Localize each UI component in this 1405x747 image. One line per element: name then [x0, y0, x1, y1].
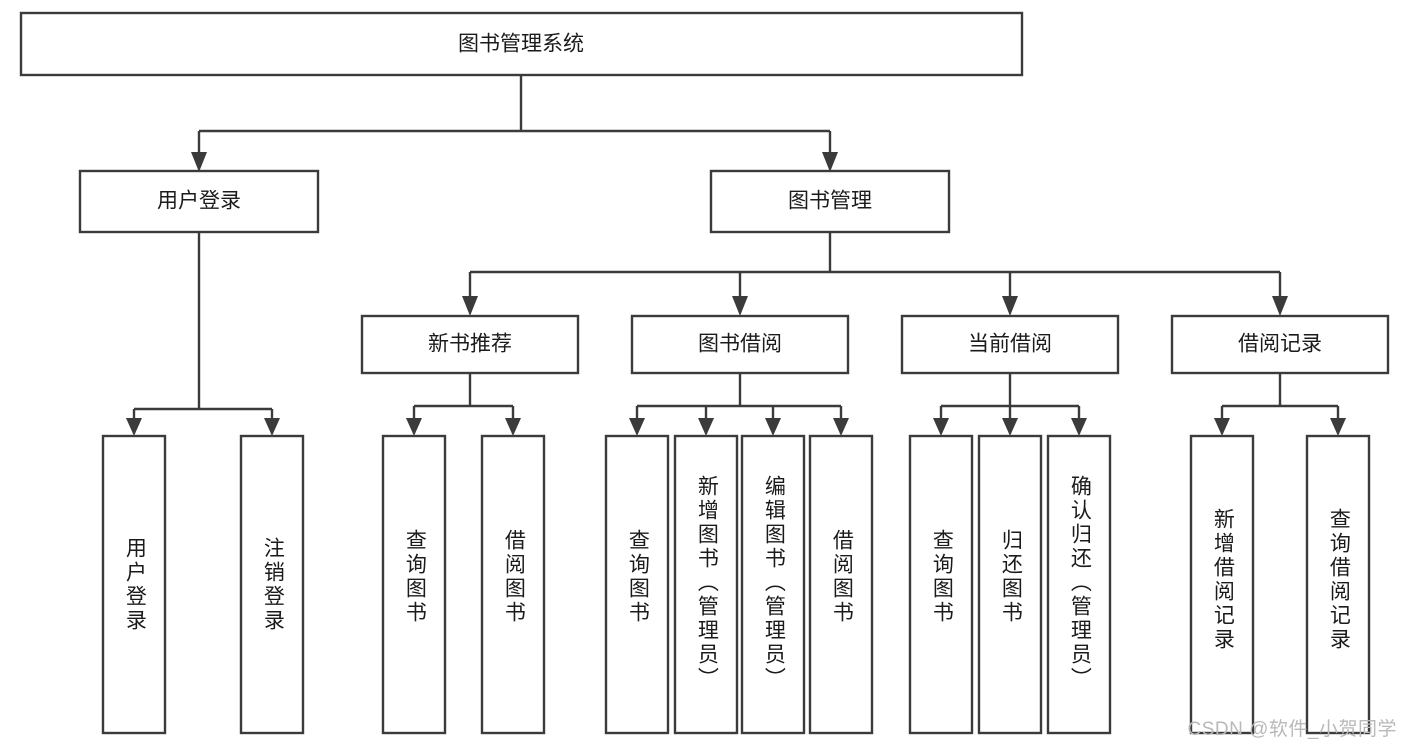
arrow-icon-leaf-return-book — [1002, 418, 1018, 436]
node-new-book-recommend-box[interactable] — [360, 314, 580, 375]
arrow-icon-user-login — [191, 152, 207, 172]
node-book-borrow-label: 图书借阅 — [698, 333, 782, 356]
node-leaf-add-book-box[interactable] — [673, 434, 739, 735]
arrow-icon-leaf-query-book-1 — [406, 418, 422, 436]
arrow-icon-new-book — [462, 296, 478, 316]
node-book-borrow-box[interactable] — [630, 314, 850, 375]
node-current-borrow-box[interactable] — [900, 314, 1120, 375]
node-leaf-edit-book-box[interactable] — [740, 434, 806, 735]
node-current-borrow-label: 当前借阅 — [968, 333, 1052, 356]
node-leaf-query-book-1-box[interactable] — [381, 434, 447, 735]
node-leaf-query-record-box[interactable] — [1305, 434, 1371, 735]
node-leaf-add-record-box[interactable] — [1189, 434, 1255, 735]
node-leaf-user-logout-box[interactable] — [239, 434, 305, 735]
node-leaf-user-login-box[interactable] — [101, 434, 167, 735]
csdn-watermark: CSDN @软件_小贺同学 — [1187, 719, 1397, 740]
arrow-icon-current-borrow — [1002, 296, 1018, 316]
arrow-icon-book-manage — [822, 152, 838, 172]
arrow-icon-leaf-edit-book — [765, 418, 781, 436]
arrow-icon-leaf-confirm-return — [1071, 418, 1087, 436]
node-root-box[interactable] — [19, 11, 1024, 77]
arrow-icon-leaf-user-login — [126, 418, 142, 436]
nodes-layer: 图书管理系统 用户登录 图书管理 新书推荐 图书借阅 当前借阅 借阅记录 — [19, 11, 1390, 735]
arrow-icon-leaf-query-book-2 — [629, 418, 645, 436]
arrow-icon-leaf-add-book — [698, 418, 714, 436]
node-user-login-box[interactable] — [78, 169, 320, 234]
arrow-icon-leaf-query-record — [1330, 418, 1346, 436]
arrow-icon-leaf-borrow-book-1 — [505, 418, 521, 436]
arrow-icon-leaf-user-logout — [264, 418, 280, 436]
node-leaf-return-book-box[interactable] — [977, 434, 1043, 735]
arrowheads-layer — [126, 152, 1346, 436]
node-borrow-record-label: 借阅记录 — [1238, 333, 1322, 356]
node-leaf-confirm-return-box[interactable] — [1046, 434, 1112, 735]
node-user-login-label: 用户登录 — [157, 190, 241, 213]
edges-layer — [132, 76, 1340, 418]
node-leaf-borrow-book-1-box[interactable] — [480, 434, 546, 735]
node-leaf-borrow-book-2-box[interactable] — [808, 434, 874, 735]
arrow-icon-leaf-query-book-3 — [933, 418, 949, 436]
arrow-icon-borrow-record — [1272, 296, 1288, 316]
arrow-icon-leaf-add-record — [1214, 418, 1230, 436]
node-leaf-query-book-2-box[interactable] — [604, 434, 670, 735]
node-book-manage-label: 图书管理 — [788, 190, 872, 213]
node-leaf-query-book-3-box[interactable] — [908, 434, 974, 735]
node-borrow-record-box[interactable] — [1170, 314, 1390, 375]
node-root-label: 图书管理系统 — [458, 33, 584, 56]
arrow-icon-leaf-borrow-book-2 — [833, 418, 849, 436]
node-new-book-recommend-label: 新书推荐 — [428, 333, 512, 356]
arrow-icon-book-borrow — [732, 296, 748, 316]
node-book-manage-box[interactable] — [709, 169, 951, 234]
